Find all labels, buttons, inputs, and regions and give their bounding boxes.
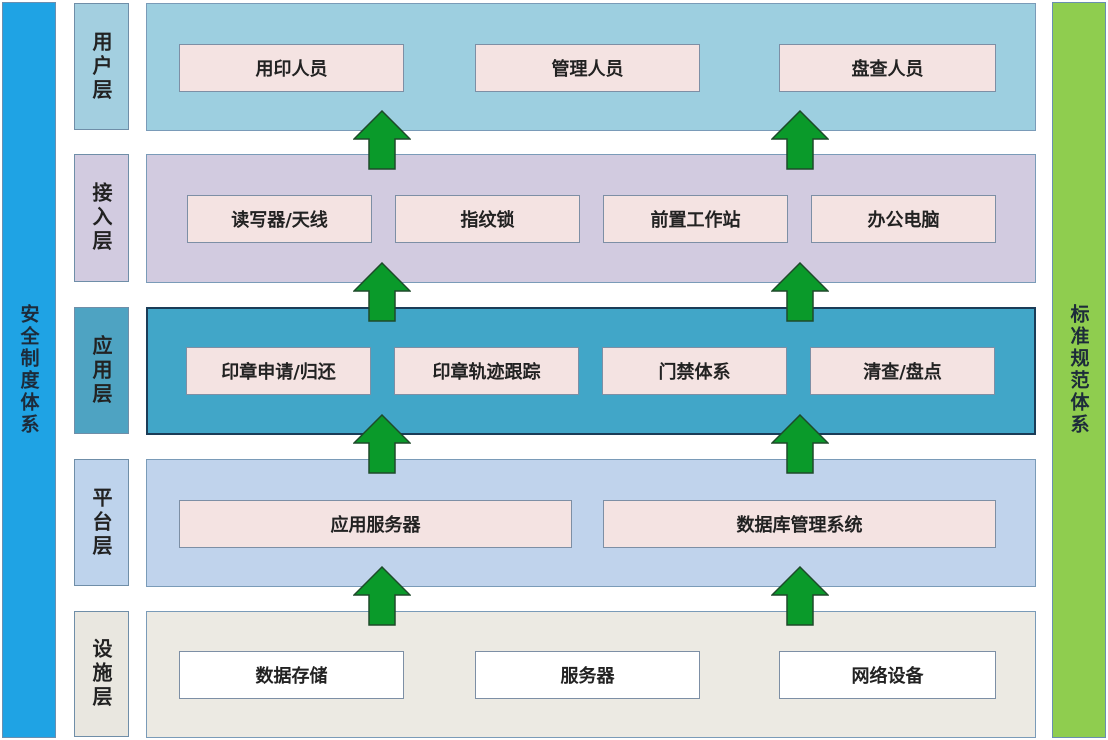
standards-system-label: 标准规范体系 (1067, 304, 1090, 436)
layer-item: 前置工作站 (603, 195, 788, 243)
facility-layer-label: 设施层 (89, 638, 113, 710)
layer-item: 读写器/天线 (187, 195, 372, 243)
access-layer-label-box: 接入层 (74, 154, 129, 282)
layer-item: 印章轨迹跟踪 (394, 347, 579, 395)
up-arrow-icon (353, 566, 411, 626)
layer-item: 服务器 (475, 651, 700, 699)
layer-item: 盘查人员 (779, 44, 996, 92)
application-layer-panel: 印章申请/归还 印章轨迹跟踪 门禁体系 清查/盘点 (146, 307, 1036, 435)
platform-layer-label: 平台层 (89, 486, 113, 559)
layer-item: 应用服务器 (179, 500, 572, 548)
layer-item: 印章申请/归还 (186, 347, 371, 395)
access-layer-label: 接入层 (89, 182, 113, 254)
layer-item: 用印人员 (179, 44, 404, 92)
platform-layer-label-box: 平台层 (74, 459, 129, 586)
access-layer-panel: 读写器/天线 指纹锁 前置工作站 办公电脑 (146, 154, 1036, 283)
layer-item: 网络设备 (779, 651, 996, 699)
facility-layer-panel: 数据存储 服务器 网络设备 (146, 611, 1036, 738)
application-layer-label: 应用层 (89, 334, 113, 407)
up-arrow-icon (353, 414, 411, 474)
layer-item: 指纹锁 (395, 195, 580, 243)
facility-layer-label-box: 设施层 (74, 611, 129, 737)
layer-item: 管理人员 (475, 44, 700, 92)
user-layer-label-box: 用户层 (74, 3, 129, 130)
layer-item: 数据存储 (179, 651, 404, 699)
security-system-label: 安全制度体系 (17, 304, 40, 436)
up-arrow-icon (353, 110, 411, 170)
user-layer-label: 用户层 (89, 30, 113, 103)
up-arrow-icon (771, 566, 829, 626)
up-arrow-icon (353, 262, 411, 322)
security-system-bar: 安全制度体系 (2, 2, 56, 738)
up-arrow-icon (771, 110, 829, 170)
layer-item: 清查/盘点 (810, 347, 995, 395)
platform-layer-panel: 应用服务器 数据库管理系统 (146, 459, 1036, 587)
up-arrow-icon (771, 262, 829, 322)
layer-item: 办公电脑 (811, 195, 996, 243)
user-layer-panel: 用印人员 管理人员 盘查人员 (146, 3, 1036, 131)
layer-item: 数据库管理系统 (603, 500, 996, 548)
standards-system-bar: 标准规范体系 (1052, 2, 1106, 738)
layer-item: 门禁体系 (602, 347, 787, 395)
application-layer-label-box: 应用层 (74, 307, 129, 434)
up-arrow-icon (771, 414, 829, 474)
